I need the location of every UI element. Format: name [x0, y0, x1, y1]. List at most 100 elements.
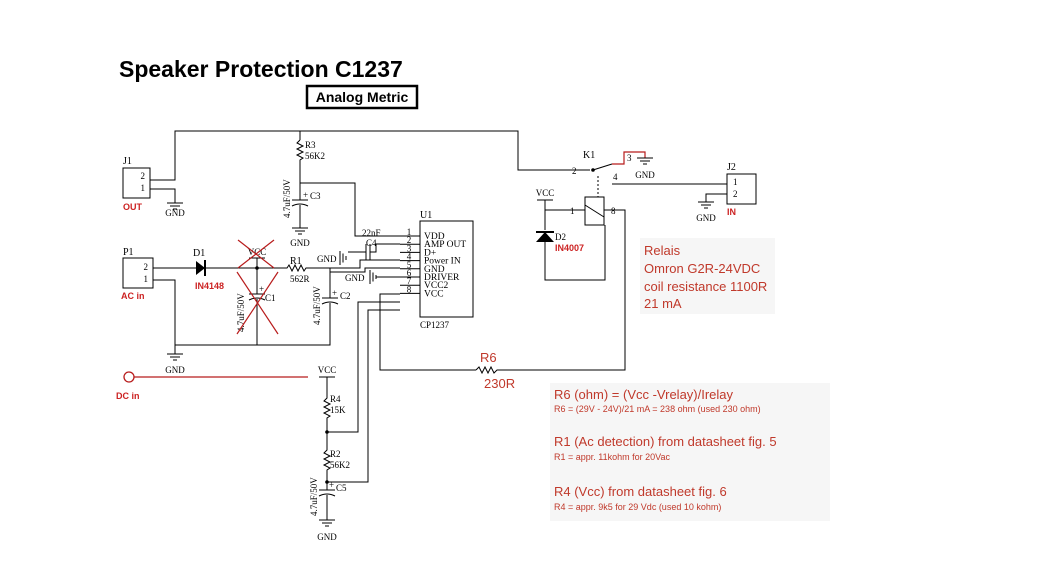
ic-input-wires: [329, 259, 400, 273]
p1-pin1: 1: [144, 274, 149, 284]
ic-pin-name: AMP OUT: [424, 240, 466, 250]
dc-in: DC in VCC: [116, 365, 336, 401]
d2-part: IN4007: [555, 243, 584, 253]
connector-j2: J2 1 2 IN GND: [696, 162, 757, 223]
c5-value: 4.7uF/50V: [309, 477, 319, 516]
j2-ref: J2: [727, 162, 736, 173]
subtitle: Analog Metric: [316, 89, 409, 105]
k1-pin8: 8: [611, 206, 616, 216]
c4-ref: C4: [366, 238, 377, 248]
r1-detail: R1 = appr. 11kohm for 20Vac: [554, 452, 670, 462]
c2-ref: C2: [340, 291, 351, 301]
r4-detail: R4 = appr. 9k5 for 29 Vdc (used 10 kohm): [554, 502, 721, 512]
ic-pin-number: 5: [407, 260, 412, 270]
r1-value: 562R: [290, 274, 310, 284]
r4-r2-c5-chain: R4 15K R2 56K2 + C5 4.7uF/50V GND: [309, 301, 400, 542]
c3-gnd-label: GND: [290, 238, 310, 248]
r6-detail: R6 = (29V - 24V)/21 mA = 238 ohm (used 2…: [554, 404, 761, 414]
c4-value: 22nF: [362, 228, 381, 238]
driver-r6-path: R6 230R: [379, 209, 626, 391]
c3-ref: C3: [310, 191, 321, 201]
k1-pin4: 4: [613, 172, 618, 182]
c5-ref: C5: [336, 483, 347, 493]
ic-part: CP1237: [420, 320, 450, 330]
c1-cap-removed: + C1 4.7uF/50V VCC: [236, 239, 279, 335]
j1-gnd-label: GND: [165, 208, 185, 218]
r6-formula: R6 (ohm) = (Vcc -Vrelay)/Irelay: [554, 387, 734, 402]
ic-gnd-label: GND: [345, 273, 365, 283]
ic-pin-name: VCC2: [424, 281, 449, 291]
ic-pin-number: 7: [407, 276, 412, 286]
r6-value: 230R: [484, 376, 515, 391]
c1-ref: C1: [265, 293, 276, 303]
r2-value: 56K2: [330, 460, 350, 470]
c3-value: 4.7uF/50V: [282, 179, 292, 218]
r2-ref: R2: [330, 449, 341, 459]
r3-ref: R3: [305, 140, 316, 150]
j1-pin1: 1: [141, 183, 146, 193]
k1-ref: K1: [583, 150, 595, 161]
relay-note: Relais Omron G2R-24VDC coil resistance 1…: [640, 238, 775, 314]
c2-plus: +: [332, 288, 337, 298]
r1-ref: R1: [290, 256, 302, 267]
r4-vcc-label: VCC: [318, 365, 337, 375]
ic-pin-number: 8: [407, 284, 412, 294]
k1-pin2: 2: [572, 166, 577, 176]
r3-c3-branch: R3 56K2 + C3 4.7uF/50V GND: [282, 139, 400, 248]
c1-vcc-label: VCC: [248, 247, 267, 257]
top-rail-wires: [150, 130, 590, 181]
relay-note-line-2: Omron G2R-24VDC: [644, 261, 760, 276]
j2-label: IN: [727, 207, 736, 217]
connector-p1: P1 2 1 AC in GND: [121, 247, 331, 375]
c2-cap: + C2 4.7uF/50V: [312, 272, 351, 325]
subtitle-box: [305, 84, 419, 110]
k1-pin1: 1: [570, 206, 575, 216]
c4-cap: 22nF C4 GND: [317, 228, 400, 266]
ic-pin-name: DRIVER: [424, 273, 460, 283]
relay-note-line-1: Relais: [644, 243, 681, 258]
c1-value: 4.7uF/50V: [236, 293, 246, 332]
calculation-notes: R6 (ohm) = (Vcc -Vrelay)/Irelay R6 = (29…: [550, 383, 830, 521]
r3-value: 56K2: [305, 151, 325, 161]
j1-label: OUT: [123, 202, 143, 212]
j2-pin2: 2: [733, 189, 738, 199]
ic-pin-name: Power IN: [424, 257, 461, 267]
c4-gnd-label: GND: [317, 254, 337, 264]
diode-d2: D2 IN4007: [536, 225, 606, 281]
ic-pin-name: GND: [424, 265, 445, 275]
connector-j1: J1 2 1 OUT GND: [122, 156, 185, 218]
d2-ref: D2: [555, 232, 566, 242]
c5-plus: +: [329, 480, 334, 490]
d1-ref: D1: [193, 248, 205, 259]
r4-value: 15K: [330, 405, 346, 415]
d1-r1-path: D1 IN4148 R1 562R: [153, 248, 330, 291]
dc-label: DC in: [116, 391, 140, 401]
relay-k1: K1 2 3 4 GND 1 8 VCC: [536, 150, 727, 230]
relay-note-line-3: coil resistance 1100R: [644, 279, 767, 294]
c5-gnd-label: GND: [317, 532, 337, 542]
page-title: Speaker Protection C1237: [119, 56, 403, 82]
p1-ref: P1: [123, 247, 134, 258]
k1-gnd-label: GND: [635, 170, 655, 180]
c1-plus: +: [259, 284, 264, 294]
ic-pin-number: 3: [407, 243, 412, 253]
r4-ref: R4: [330, 394, 341, 404]
r4-title: R4 (Vcc) from datasheet fig. 6: [554, 484, 727, 499]
j2-pin1: 1: [733, 177, 738, 187]
p1-gnd-label: GND: [165, 365, 185, 375]
j1-ref: J1: [123, 156, 132, 167]
j2-gnd-label: GND: [696, 213, 716, 223]
ic-pin-number: 6: [407, 268, 412, 278]
ic-pin-number: 4: [407, 252, 412, 262]
ic-gnd-pin5: GND: [345, 269, 400, 285]
relay-vcc-label: VCC: [536, 188, 555, 198]
c3-plus: +: [303, 190, 308, 200]
ic-pin-number: 2: [407, 235, 412, 245]
d1-part: IN4148: [195, 281, 224, 291]
ic-pin-number: 1: [407, 227, 412, 237]
c2-value: 4.7uF/50V: [312, 286, 322, 325]
j1-pin2: 2: [141, 171, 146, 181]
relay-note-line-4: 21 mA: [644, 296, 682, 311]
